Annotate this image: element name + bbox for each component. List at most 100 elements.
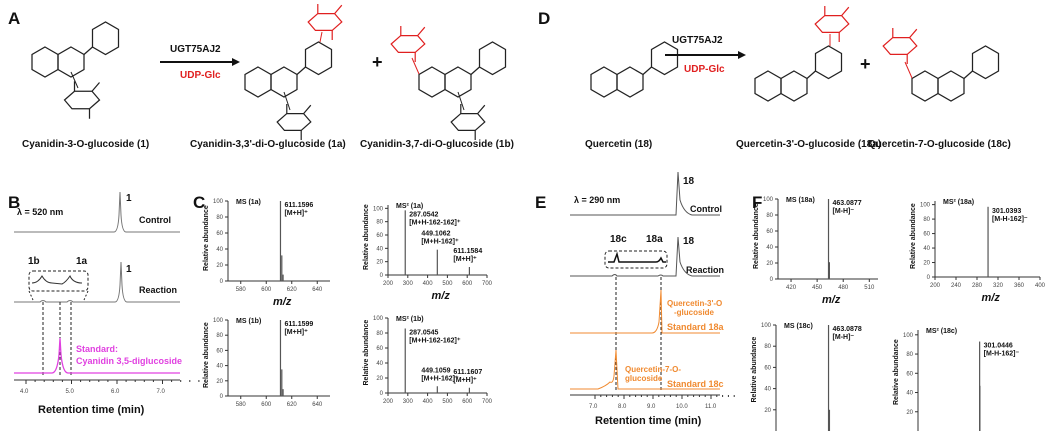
y-tick-label: 100 (373, 316, 384, 322)
y-tick-label: 0 (770, 277, 774, 283)
plus-sign-d: + (860, 54, 871, 74)
structure-cyanidin-3-glucoside (31, 21, 120, 120)
arrow-head-icon (738, 51, 746, 59)
cofactor-label-d: UDP-Glc (684, 64, 725, 75)
substrate-label-18: Quercetin (18) (585, 139, 652, 150)
x-tick-label: 600 (462, 399, 473, 405)
structure-quercetin (590, 41, 679, 98)
y-tick-label: 60 (216, 231, 223, 237)
peak-label-1a: 1a (76, 256, 88, 267)
panel-label-a: A (8, 9, 20, 28)
y-tick-label: 80 (216, 215, 223, 221)
x-axis-title: m/z (822, 294, 841, 306)
x-tick-label: 7.0 (589, 404, 598, 410)
reaction-label: Reaction (139, 285, 177, 295)
y-axis-title: Relative abundance (910, 203, 917, 269)
y-tick-label: 80 (376, 331, 383, 337)
peak-ion-label: [M+H-162-162]⁺ (409, 219, 461, 226)
y-tick-label: 0 (220, 394, 224, 400)
x-tick-label: 8.0 (618, 404, 627, 410)
y-tick-label: 100 (373, 206, 384, 212)
y-tick-label: 100 (213, 318, 224, 324)
y-tick-label: 20 (216, 263, 223, 269)
wavelength-label: λ = 290 nm (574, 195, 620, 205)
enzyme-label-d: UGT75AJ2 (672, 35, 723, 46)
y-axis-title: Relative abundance (203, 322, 210, 388)
peak-label-18c: 18c (610, 234, 627, 245)
y-axis-title: Relative abundance (203, 205, 210, 271)
product-label-18c: Quercetin-7-O-glucoside (18c) (868, 139, 1011, 150)
x-tick-label: 580 (236, 287, 247, 293)
peak-mz-label: 301.0446 (984, 343, 1013, 350)
y-tick-label: 0 (380, 273, 384, 279)
y-tick-label: 100 (761, 323, 772, 329)
y-tick-label: 100 (213, 199, 224, 205)
panel-label-f: F (752, 193, 762, 212)
peak-label-1b: 1b (28, 256, 40, 267)
x-tick-label: 700 (482, 399, 493, 405)
y-tick-label: 60 (906, 371, 913, 377)
x-tick-label: 400 (423, 281, 434, 287)
product-label-1a: Cyanidin-3,3'-di-O-glucoside (1a) (190, 139, 346, 150)
y-tick-label: 20 (376, 376, 383, 382)
y-tick-label: 40 (376, 361, 383, 367)
y-tick-label: 40 (216, 247, 223, 253)
y-tick-label: 60 (376, 233, 383, 239)
x-tick-label: 400 (423, 399, 434, 405)
y-tick-label: 20 (216, 379, 223, 385)
y-tick-label: 40 (906, 391, 913, 397)
y-axis-title: Relative abundance (751, 337, 758, 403)
peak-ion-label: [M+H]⁺ (453, 256, 477, 263)
y-tick-label: 100 (763, 197, 774, 203)
y-tick-label: 60 (216, 348, 223, 354)
reaction-label: Reaction (686, 265, 724, 275)
spectrum-title: MS (1b) (236, 318, 261, 325)
spectrum-title: MS (1a) (236, 199, 261, 206)
y-tick-label: 20 (906, 410, 913, 416)
y-tick-label: 20 (923, 261, 930, 267)
x-tick-label: 280 (972, 283, 983, 289)
peak-label: 18 (683, 236, 695, 247)
standard-18a-label: Standard 18a (667, 322, 725, 332)
y-tick-label: 20 (766, 261, 773, 267)
y-tick-label: 100 (903, 333, 914, 339)
y-tick-label: 60 (764, 365, 771, 371)
y-tick-label: 80 (216, 333, 223, 339)
x-axis-title: Retention time (min) (38, 404, 145, 416)
y-tick-label: 40 (923, 246, 930, 252)
x-tick-label: 11.0 (705, 404, 717, 410)
standard-18a-name-2: -glucoside (674, 308, 715, 317)
spectrum-title: MS² (18a) (943, 199, 974, 206)
peak-ion-label: [M+H]⁺ (453, 377, 477, 384)
x-tick-label: 510 (864, 285, 875, 291)
peak-mz-label: 611.1599 (284, 321, 313, 328)
y-tick-label: 80 (923, 217, 930, 223)
peak-mz-label: 449.1062 (421, 231, 450, 238)
x-axis-title: m/z (273, 296, 292, 308)
x-axis-title: m/z (432, 290, 451, 302)
y-tick-label: 40 (764, 387, 771, 393)
x-tick-label: 480 (838, 285, 849, 291)
y-tick-label: 60 (923, 232, 930, 238)
reaction-trace (570, 236, 720, 277)
y-axis-title: Relative abundance (893, 339, 900, 405)
x-tick-label: 580 (236, 402, 247, 408)
standard-18c-trace (570, 349, 720, 390)
x-tick-label: 450 (812, 285, 823, 291)
standard-trace (14, 337, 180, 374)
standard-18c-name: Quercetin-7-O- (625, 365, 681, 374)
x-tick-label: 300 (403, 399, 414, 405)
structure-18a (754, 5, 850, 102)
peak-ion-label: [M+H]⁺ (284, 329, 308, 336)
y-tick-label: 0 (380, 391, 384, 397)
